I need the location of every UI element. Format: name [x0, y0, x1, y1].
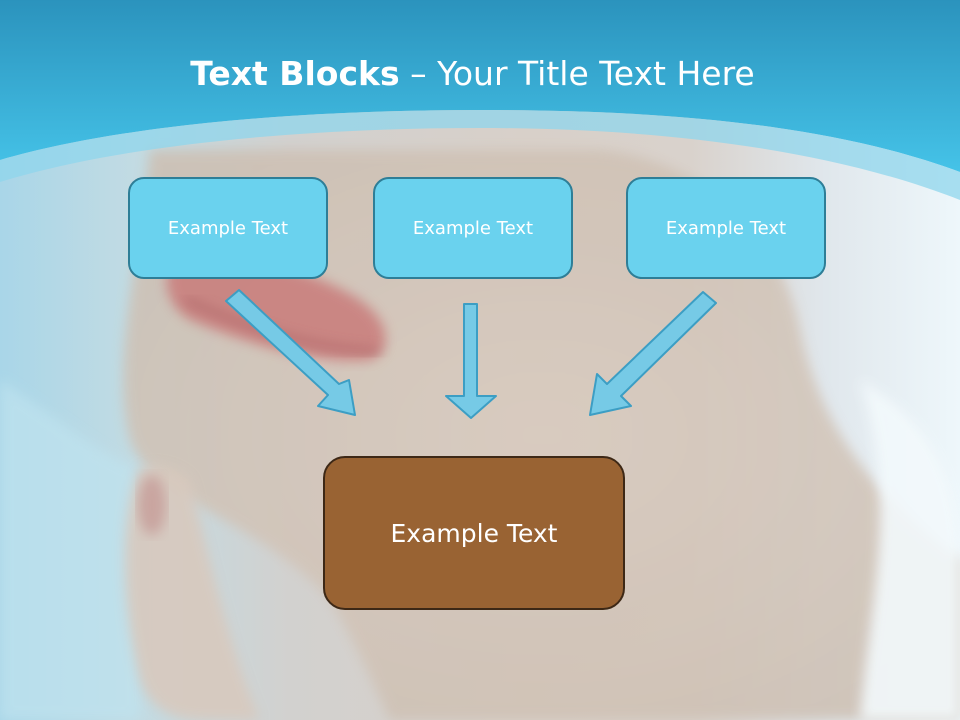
text-block-1-label: Example Text [167, 217, 289, 239]
text-block-2-label: Example Text [412, 217, 534, 239]
title-bold: Text Blocks [190, 54, 400, 93]
title-rest: Your Title Text Here [437, 54, 755, 93]
text-block-1: Example Text [128, 177, 328, 279]
text-block-3: Example Text [626, 177, 826, 279]
slide-title: Text Blocks – Your Title Text Here [0, 54, 945, 93]
text-block-2: Example Text [373, 177, 573, 279]
header-band [0, 0, 960, 200]
arrow-middle [445, 303, 497, 419]
title-dash: – [410, 54, 427, 93]
arrow-right [589, 291, 717, 416]
result-block: Example Text [323, 456, 625, 610]
text-block-3-label: Example Text [665, 217, 787, 239]
result-block-label: Example Text [390, 518, 558, 548]
arrow-left [225, 289, 356, 416]
